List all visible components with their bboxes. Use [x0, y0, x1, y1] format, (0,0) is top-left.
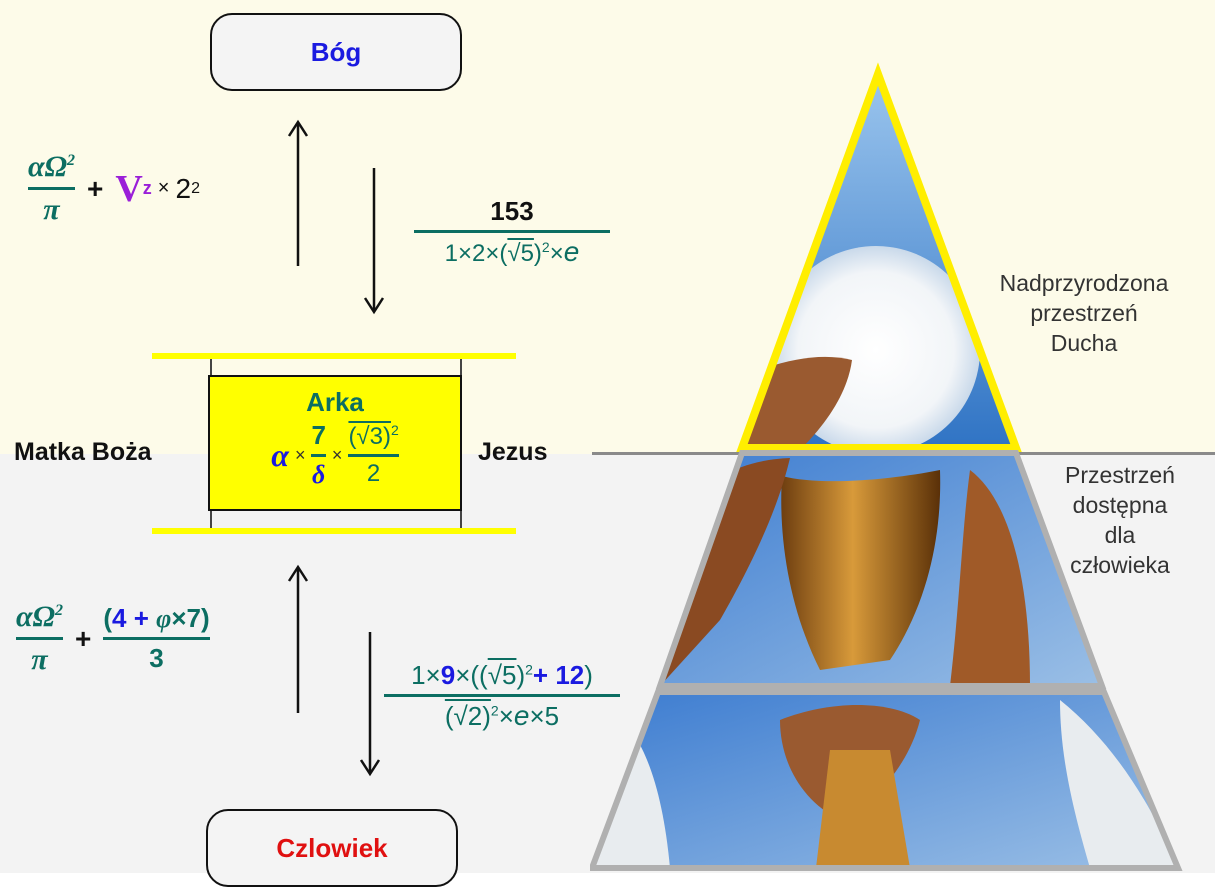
upper-space-background [0, 0, 1215, 454]
god-node[interactable]: Bóg [210, 13, 462, 91]
ark-top-bar [152, 353, 516, 359]
god-label: Bóg [310, 36, 362, 67]
jesus-label: Jezus [478, 438, 548, 466]
supernatural-space-label: Nadprzyrodzona przestrzeń Ducha [999, 270, 1169, 356]
pyramid-image [590, 62, 1183, 871]
ark-alpha: α [271, 436, 289, 473]
human-space-label: Przestrzeń dostępna dla człowieka [1065, 462, 1175, 578]
pyramid-lower-picture [592, 692, 1178, 868]
arrow-up-bottom [287, 564, 309, 713]
formula-descend-upper: 153 1×2×(√5)2×e [414, 196, 610, 268]
formula-alpha-omega: αΩ [28, 150, 67, 183]
arrow-up-top [287, 119, 309, 266]
human-node[interactable]: Czlowiek [206, 809, 458, 887]
pyramid-top-picture [742, 74, 1016, 448]
ark-box: Arka α × 7 δ × (√3)2 2 [208, 375, 462, 511]
ark-title: Arka [306, 387, 364, 417]
v-symbol: V [115, 167, 143, 210]
arrow-down-bottom [359, 632, 381, 777]
human-label: Czlowiek [276, 832, 388, 863]
arrow-down-top [363, 168, 385, 315]
formula-descend-lower: 1×9×((√5)2+ 12) (√2)2×e×5 [384, 660, 620, 732]
formula-ascend-lower: αΩ2 π + (4 + φ×7) 3 [16, 600, 210, 676]
ark-bottom-bar [152, 528, 516, 534]
mother-of-god-label: Matka Boża [14, 438, 152, 466]
